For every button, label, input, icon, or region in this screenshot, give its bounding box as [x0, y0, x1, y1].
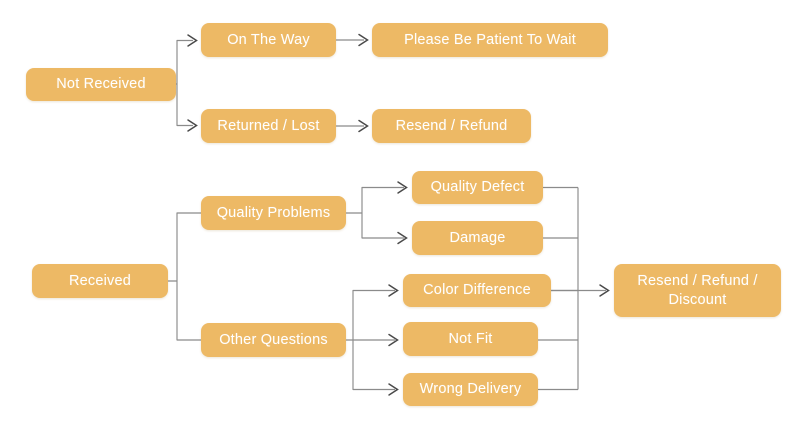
- arrow-to-quality-defect: [397, 181, 408, 194]
- node-received[interactable]: Received: [32, 264, 168, 298]
- arrow-to-please-wait: [358, 33, 369, 47]
- edge-other-questions-trunk-lower: [352, 340, 395, 391]
- node-quality-defect[interactable]: Quality Defect: [412, 171, 543, 204]
- node-wrong-delivery-label: Wrong Delivery: [419, 381, 522, 398]
- node-on-the-way[interactable]: On The Way: [201, 23, 336, 57]
- edge-quality-problems-trunk-lower: [361, 213, 404, 239]
- arrow-to-returned-lost: [187, 119, 198, 132]
- node-resend-refund-label: Resend / Refund: [395, 117, 508, 134]
- edge-received-trunk-lower: [176, 281, 201, 341]
- node-returned-lost[interactable]: Returned / Lost: [201, 109, 336, 143]
- edge-not-received-to-returned-lost: [176, 84, 193, 127]
- node-not-fit[interactable]: Not Fit: [403, 322, 538, 356]
- node-please-be-patient-to-wait-label: Please Be Patient To Wait: [404, 31, 576, 48]
- arrow-to-resend-refund: [358, 119, 369, 133]
- arrow-to-not-fit: [388, 333, 399, 347]
- edge-not-received-trunk: [176, 39, 193, 85]
- node-not-received[interactable]: Not Received: [26, 68, 176, 101]
- node-damage[interactable]: Damage: [412, 221, 543, 255]
- node-damage-label: Damage: [449, 229, 506, 246]
- node-color-difference-label: Color Difference: [423, 282, 531, 299]
- node-color-difference[interactable]: Color Difference: [403, 274, 551, 307]
- node-wrong-delivery[interactable]: Wrong Delivery: [403, 373, 538, 406]
- arrow-to-resend-refund-discount: [599, 284, 610, 297]
- node-quality-defect-label: Quality Defect: [430, 179, 525, 196]
- node-other-questions-label: Other Questions: [219, 331, 328, 348]
- node-resend-refund-discount-label-line2: Discount: [668, 291, 727, 308]
- node-received-label: Received: [68, 272, 132, 289]
- edge-other-questions-trunk-upper: [346, 289, 395, 341]
- arrow-to-damage: [397, 231, 408, 245]
- node-quality-problems-label: Quality Problems: [216, 204, 331, 221]
- node-returned-lost-label: Returned / Lost: [217, 117, 320, 134]
- arrow-to-color-difference: [388, 284, 399, 297]
- node-please-be-patient-to-wait[interactable]: Please Be Patient To Wait: [372, 23, 608, 57]
- node-quality-problems[interactable]: Quality Problems: [201, 196, 346, 230]
- arrow-to-on-the-way: [187, 34, 198, 47]
- node-other-questions[interactable]: Other Questions: [201, 323, 346, 357]
- node-resend-refund-discount-label-line1: Resend / Refund /: [637, 273, 758, 290]
- node-resend-refund[interactable]: Resend / Refund: [372, 109, 531, 143]
- node-resend-refund-discount[interactable]: Resend / Refund / Discount: [614, 264, 781, 317]
- node-not-received-label: Not Received: [56, 76, 146, 93]
- node-not-fit-label: Not Fit: [448, 330, 493, 347]
- edge-received-trunk-upper: [168, 212, 201, 282]
- node-on-the-way-label: On The Way: [227, 31, 310, 48]
- arrow-to-wrong-delivery: [388, 383, 399, 396]
- edge-quality-problems-trunk-upper: [346, 186, 404, 214]
